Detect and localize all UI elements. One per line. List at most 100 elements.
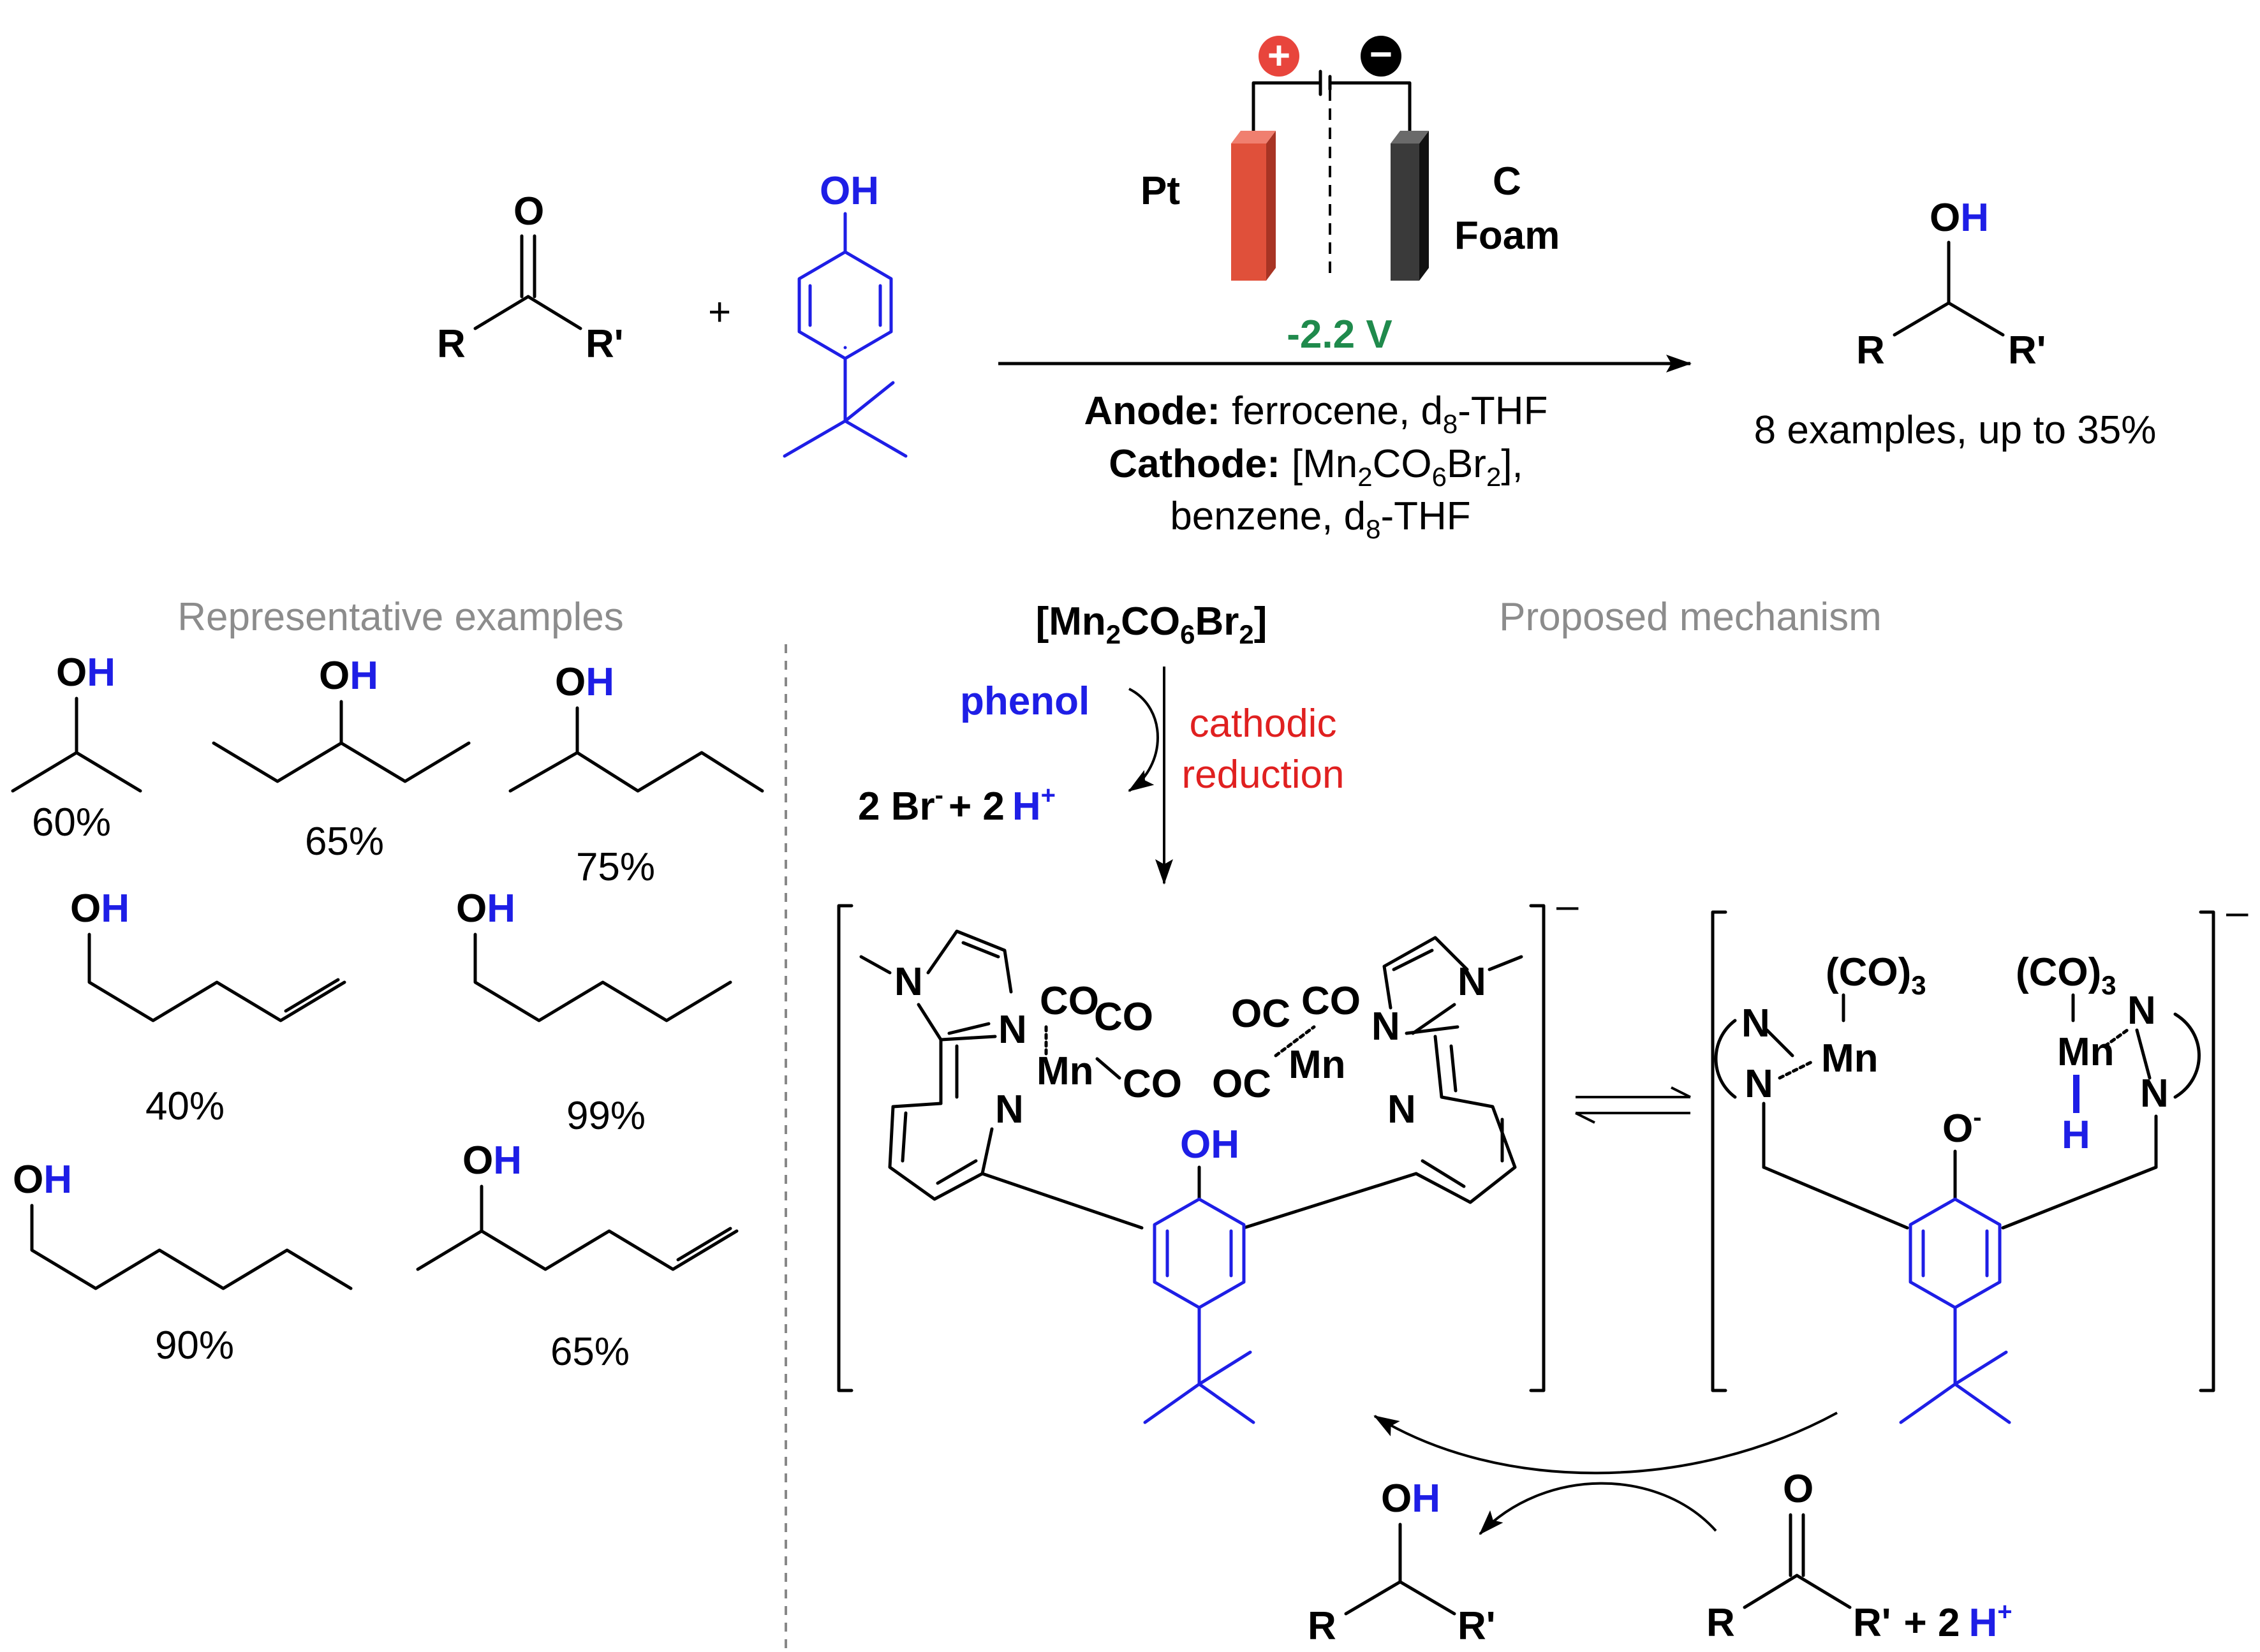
product-note: 8 examples, up to 35% bbox=[1754, 408, 2157, 452]
svg-text:Mn: Mn bbox=[1037, 1049, 1094, 1093]
hydrogenation-arrow bbox=[1479, 1482, 1717, 1535]
svg-text:OH: OH bbox=[555, 660, 614, 704]
ketone-reactant: O R R' bbox=[437, 189, 624, 366]
svg-text:O-: O- bbox=[1942, 1103, 1982, 1151]
reduction-label-1: cathodic bbox=[1190, 702, 1337, 746]
svg-text:N: N bbox=[1458, 960, 1486, 1004]
electrochemical-cell: + − Pt C Foam bbox=[1141, 33, 1560, 281]
catalyst-formula: [Mn2CO6Br2] bbox=[1036, 600, 1267, 649]
reaction-conditions: Anode:ferrocene, d8-THF Cathode:[Mn2CO6B… bbox=[1084, 389, 1548, 544]
svg-text:OH: OH bbox=[56, 651, 115, 695]
svg-text:N: N bbox=[1387, 1088, 1416, 1132]
phenol-oh-label: OH bbox=[820, 169, 879, 213]
svg-text:OC: OC bbox=[1231, 992, 1290, 1036]
svg-text:Mn: Mn bbox=[1821, 1036, 1879, 1080]
svg-text:N: N bbox=[2127, 989, 2156, 1033]
example-2-yield: 65% bbox=[305, 820, 384, 864]
example-7-yield: 65% bbox=[550, 1330, 630, 1374]
examples-heading: Representative examples bbox=[177, 595, 624, 639]
anode-head: Anode: bbox=[1084, 389, 1221, 433]
svg-text:H: H bbox=[2062, 1113, 2090, 1157]
plus-sign: + bbox=[708, 290, 731, 334]
example-2: OH 65% bbox=[212, 654, 471, 864]
svg-text:(CO)3: (CO)3 bbox=[2016, 950, 2116, 1000]
pt-electrode-icon bbox=[1231, 144, 1266, 281]
svg-text:O: O bbox=[1783, 1467, 1813, 1511]
equilibrium-arrows bbox=[1575, 1086, 1691, 1124]
carbon-foam-electrode-icon bbox=[1391, 144, 1419, 281]
phenol-label: phenol bbox=[960, 679, 1089, 723]
alcohol-product: OH R R' 8 examples, up to 35% bbox=[1754, 196, 2157, 452]
svg-text:Anode:ferrocene, d8-THF: Anode:ferrocene, d8-THF bbox=[1084, 389, 1548, 439]
phenol-o: O bbox=[820, 169, 850, 213]
svg-text:CO: CO bbox=[1123, 1062, 1182, 1106]
svg-text:N: N bbox=[995, 1088, 1024, 1132]
example-6: OH 90% bbox=[13, 1158, 353, 1368]
svg-text:OH: OH bbox=[1180, 1123, 1239, 1167]
svg-text:OH: OH bbox=[319, 654, 378, 698]
svg-text:(CO)3: (CO)3 bbox=[1826, 950, 1926, 1000]
voltage-label: -2.2 V bbox=[1287, 313, 1392, 357]
example-5-yield: 99% bbox=[566, 1094, 646, 1138]
svg-text:N: N bbox=[1745, 1062, 1773, 1106]
ketone-o-label: O bbox=[513, 189, 544, 233]
cathode-terminal-icon bbox=[1361, 36, 1401, 77]
complex1-charge: – bbox=[1556, 883, 1579, 927]
example-1: OH 60% bbox=[11, 651, 142, 844]
svg-text:R': R' bbox=[1458, 1604, 1496, 1648]
example-4: OH 40% bbox=[70, 887, 346, 1128]
svg-text:R'+ 2H+: R'+ 2H+ bbox=[1853, 1598, 2013, 1645]
reduction-label-2: reduction bbox=[1181, 753, 1344, 797]
phenol-h: H bbox=[850, 169, 879, 213]
svg-text:N: N bbox=[998, 1008, 1027, 1052]
example-6-yield: 90% bbox=[155, 1324, 234, 1368]
svg-text:R: R bbox=[1706, 1601, 1735, 1645]
svg-text:+: + bbox=[1267, 34, 1290, 78]
cathode-label-c: C bbox=[1493, 159, 1521, 203]
svg-text:N: N bbox=[1371, 1005, 1400, 1049]
svg-text:R: R bbox=[1308, 1604, 1336, 1648]
svg-text:N: N bbox=[1741, 1001, 1770, 1045]
example-4-yield: 40% bbox=[145, 1084, 225, 1128]
manganese-hydride-complex: – (CO)3 Mn N N (CO)3 Mn N N H O- bbox=[1711, 890, 2249, 1424]
example-3: OH 75% bbox=[508, 660, 764, 889]
regeneration-arrow bbox=[1373, 1412, 1838, 1475]
svg-text:OH: OH bbox=[1930, 196, 1989, 240]
cathode-label-foam: Foam bbox=[1454, 214, 1560, 258]
cathode-head: Cathode: bbox=[1109, 442, 1280, 486]
svg-text:N: N bbox=[894, 960, 923, 1004]
svg-text:benzene, d8-THF: benzene, d8-THF bbox=[1170, 494, 1470, 544]
svg-text:R: R bbox=[1856, 328, 1885, 372]
mechanism-heading: Proposed mechanism bbox=[1499, 595, 1882, 639]
anode-terminal-icon bbox=[1259, 36, 1299, 77]
mechanism-alcohol-product: OH R R' bbox=[1308, 1477, 1496, 1648]
svg-text:N: N bbox=[2140, 1072, 2169, 1116]
phenol-protonolysis-arrow bbox=[1128, 688, 1159, 792]
svg-text:Mn: Mn bbox=[1289, 1043, 1346, 1087]
svg-text:OH: OH bbox=[1381, 1477, 1440, 1521]
svg-text:OC: OC bbox=[1212, 1062, 1271, 1106]
ketone-r2-label: R' bbox=[586, 322, 624, 366]
svg-text:OH: OH bbox=[70, 887, 129, 931]
svg-text:CO: CO bbox=[1094, 995, 1153, 1039]
svg-text:OH: OH bbox=[456, 887, 515, 931]
svg-text:CO: CO bbox=[1040, 979, 1099, 1023]
example-7: OH 65% bbox=[416, 1139, 739, 1374]
ketone-r-label: R bbox=[437, 322, 466, 366]
svg-text:OH: OH bbox=[13, 1158, 72, 1202]
svg-text:Cathode:[Mn2CO6Br2],: Cathode:[Mn2CO6Br2], bbox=[1109, 442, 1523, 492]
example-5: OH 99% bbox=[456, 887, 732, 1138]
example-1-yield: 60% bbox=[32, 800, 111, 844]
svg-text:CO: CO bbox=[1301, 979, 1361, 1023]
svg-text:OH: OH bbox=[462, 1139, 522, 1183]
svg-text:Mn: Mn bbox=[2057, 1030, 2115, 1074]
dimanganese-complex: – N N N Mn CO CO CO Mn OC CO OC N N bbox=[837, 883, 1579, 1424]
example-3-yield: 75% bbox=[576, 845, 655, 889]
complex2-charge: – bbox=[2226, 890, 2249, 934]
svg-text:R': R' bbox=[2008, 328, 2046, 372]
tert-butylphenol-reactant: OH bbox=[783, 169, 908, 458]
anode-label: Pt bbox=[1141, 169, 1180, 213]
